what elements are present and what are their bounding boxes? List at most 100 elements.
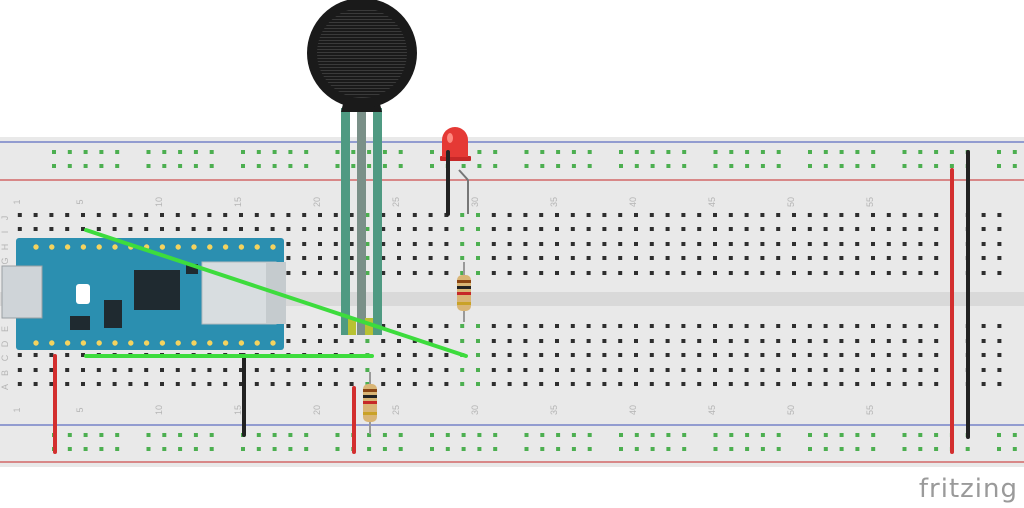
- breadboard-hole: [902, 227, 907, 231]
- breadboard-hole: [241, 150, 245, 154]
- breadboard-hole: [507, 382, 512, 386]
- breadboard-hole: [586, 242, 591, 246]
- breadboard-hole: [365, 256, 370, 260]
- breadboard-hole: [318, 382, 322, 386]
- nano-pin: [253, 243, 261, 251]
- breadboard-hole: [760, 433, 765, 437]
- breadboard-hole: [586, 256, 591, 260]
- row-letter: C: [0, 354, 10, 361]
- breadboard-hole: [587, 433, 592, 437]
- breadboard-hole: [792, 382, 796, 386]
- breadboard-hole: [855, 324, 860, 328]
- breadboard-hole: [634, 433, 639, 437]
- breadboard-hole: [997, 164, 1001, 168]
- band-1: [363, 389, 377, 392]
- breadboard-hole: [745, 447, 750, 451]
- column-number: 5: [75, 407, 85, 412]
- breadboard-hole: [918, 353, 923, 357]
- breadboard-hole: [744, 271, 749, 275]
- small-chip-2: [70, 316, 90, 330]
- breadboard-hole: [855, 382, 860, 386]
- breadboard-hole: [49, 368, 54, 372]
- breadboard-hole: [570, 227, 575, 231]
- breadboard-hole: [981, 227, 986, 231]
- breadboard-hole: [17, 353, 22, 357]
- breadboard-hole: [144, 382, 149, 386]
- breadboard-hole: [586, 271, 591, 275]
- breadboard-hole: [333, 382, 338, 386]
- column-number: 50: [786, 405, 796, 415]
- breadboard-hole: [886, 256, 891, 260]
- breadboard-hole: [634, 242, 638, 246]
- breadboard-hole: [333, 242, 338, 246]
- column-number: 30: [470, 405, 480, 415]
- breadboard-hole: [918, 324, 923, 328]
- breadboard-hole: [223, 368, 228, 372]
- breadboard-hole: [444, 242, 449, 246]
- breadboard-hole: [460, 242, 465, 246]
- breadboard-hole: [618, 324, 623, 328]
- breadboard-hole: [241, 164, 245, 168]
- breadboard-hole: [666, 150, 671, 154]
- breadboard-hole: [681, 382, 686, 386]
- breadboard-hole: [365, 227, 370, 231]
- breadboard-hole: [728, 242, 733, 246]
- breadboard-hole: [272, 164, 277, 168]
- breadboard-hole: [823, 271, 828, 275]
- breadboard-hole: [602, 368, 607, 372]
- breadboard-hole: [745, 150, 750, 154]
- breadboard-hole: [302, 368, 307, 372]
- breadboard-hole: [886, 368, 891, 372]
- breadboard-hole: [618, 382, 623, 386]
- breadboard-hole: [99, 447, 104, 451]
- breadboard-hole: [792, 271, 796, 275]
- breadboard-hole: [381, 368, 386, 372]
- breadboard-hole: [729, 447, 734, 451]
- breadboard-hole: [965, 447, 970, 451]
- band-2: [363, 395, 377, 398]
- breadboard-hole: [902, 242, 907, 246]
- breadboard-hole: [412, 324, 417, 328]
- breadboard-hole: [33, 353, 38, 357]
- breadboard-hole: [649, 242, 654, 246]
- small-chip-1: [104, 300, 122, 328]
- breadboard-hole: [507, 271, 512, 275]
- breadboard-hole: [934, 368, 939, 372]
- breadboard-hole: [666, 164, 671, 168]
- breadboard-hole: [335, 447, 340, 451]
- breadboard-hole: [493, 447, 498, 451]
- breadboard-hole: [634, 447, 639, 451]
- breadboard-hole: [477, 164, 482, 168]
- breadboard-hole: [839, 324, 844, 328]
- breadboard-hole: [397, 271, 401, 275]
- breadboard-hole: [760, 368, 765, 372]
- breadboard-hole: [539, 213, 544, 217]
- breadboard-hole: [807, 339, 812, 343]
- breadboard-hole: [65, 382, 70, 386]
- breadboard-hole: [286, 256, 291, 260]
- breadboard-hole: [934, 433, 939, 437]
- breadboard-hole: [634, 227, 638, 231]
- breadboard-hole: [254, 382, 259, 386]
- breadboard-hole: [523, 324, 528, 328]
- breadboard-hole: [381, 256, 386, 260]
- breadboard-hole: [760, 271, 765, 275]
- breadboard-hole: [776, 353, 781, 357]
- breadboard-hole: [99, 164, 104, 168]
- breadboard-hole: [997, 242, 1002, 246]
- breadboard-hole: [713, 339, 717, 343]
- breadboard-hole: [902, 339, 907, 343]
- breadboard-hole: [807, 368, 812, 372]
- fsr-leg-mid: [357, 108, 366, 335]
- breadboard-hole: [681, 227, 686, 231]
- breadboard-hole: [333, 271, 338, 275]
- breadboard-hole: [1012, 433, 1017, 437]
- led-body: [442, 127, 468, 157]
- breadboard-hole: [934, 324, 939, 328]
- led-leg-anode: [458, 169, 469, 214]
- breadboard-hole: [524, 447, 529, 451]
- nano-pin: [174, 243, 182, 251]
- breadboard-hole: [807, 227, 812, 231]
- breadboard-hole: [476, 271, 480, 275]
- breadboard-hole: [256, 447, 261, 451]
